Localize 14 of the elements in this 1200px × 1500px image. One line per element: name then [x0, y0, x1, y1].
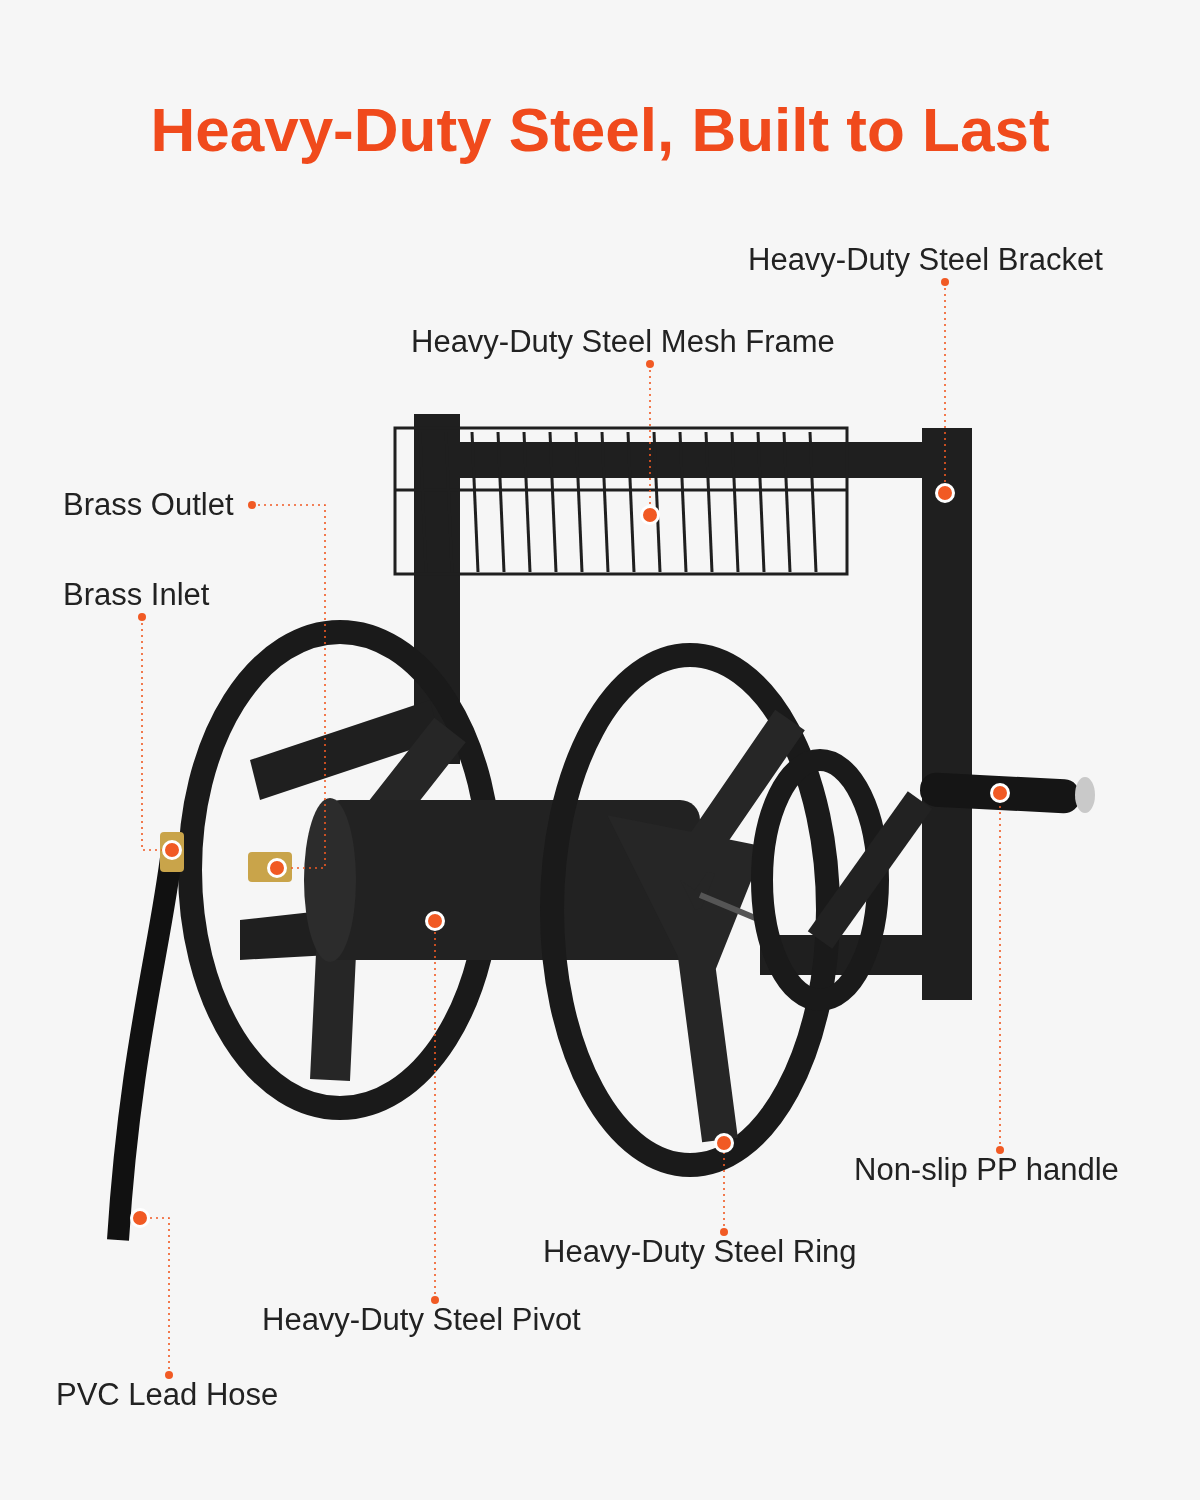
- part-label: Heavy-Duty Steel Pivot: [262, 1300, 581, 1340]
- leader-line: [248, 501, 326, 869]
- leader-line: [431, 930, 439, 1304]
- part-label: PVC Lead Hose: [56, 1375, 279, 1415]
- part-label: Heavy-Duty Steel Mesh Frame: [411, 322, 835, 362]
- part-label: Heavy-Duty Steel Ring: [543, 1232, 857, 1272]
- part-label: Brass Inlet: [63, 575, 210, 615]
- part-label: Heavy-Duty Steel Bracket: [748, 240, 1103, 280]
- leader-line: [941, 278, 949, 484]
- part-label: Non-slip PP handle: [854, 1150, 1119, 1190]
- title: Heavy-Duty Steel, Built to Last: [150, 94, 1050, 166]
- leader-line: [646, 360, 654, 506]
- part-label: Brass Outlet: [63, 485, 234, 525]
- leader-line: [149, 1217, 173, 1379]
